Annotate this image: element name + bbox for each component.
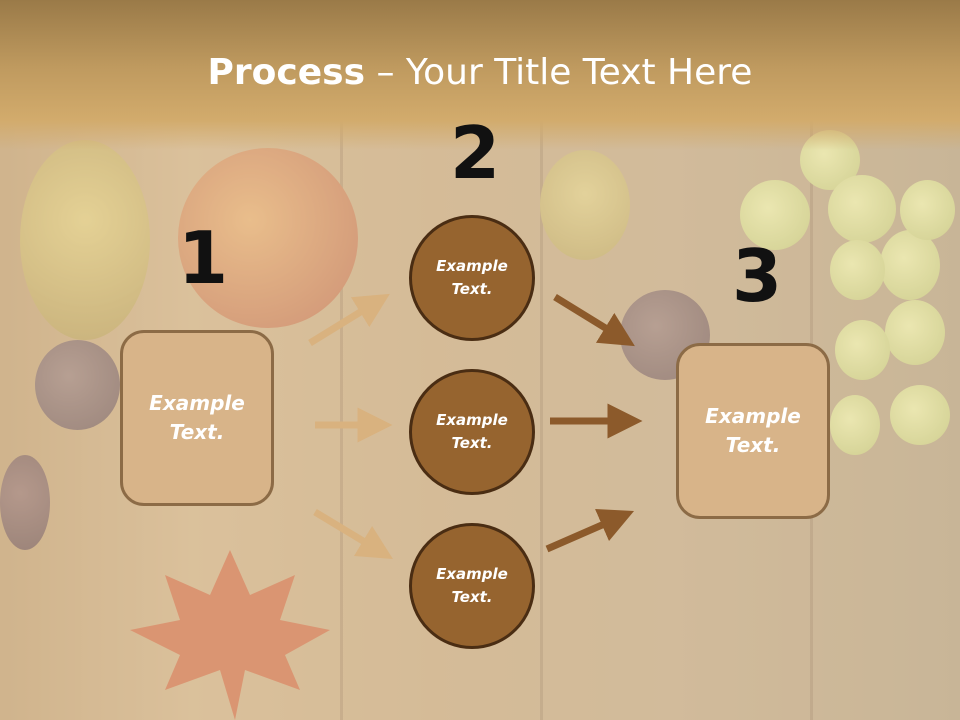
maple-leaf-image [130,550,330,720]
arrow-right-down [553,294,635,347]
circle-bottom-line2: Text. [451,588,493,606]
step-1-text-line1: Example [149,391,245,415]
title-rest: – Your Title Text Here [365,52,753,93]
step-3-text-line2: Text. [725,433,781,457]
wood-plank-line [540,0,543,720]
grape-image [885,300,945,365]
pear-image [20,140,150,340]
arrow-left-down [313,509,393,560]
grape-image [830,395,880,455]
grape-image [900,180,955,240]
plum-image [35,340,120,430]
grape-image [830,240,885,300]
step-number-1: 1 [178,216,229,300]
circle-top-line2: Text. [451,280,493,298]
grape-image [828,175,896,243]
pear-image [540,150,630,260]
apple-image [178,148,358,328]
grape-image [740,180,810,250]
wood-plank-line [340,0,343,720]
grape-image [835,320,890,380]
arrow-left-up [308,293,390,346]
grape-image [890,385,950,445]
step-number-3: 3 [732,234,783,318]
circle-middle-line1: Example [436,411,508,429]
step-1-text-line2: Text. [169,420,225,444]
circle-top-line1: Example [436,257,508,275]
page-title: Process – Your Title Text Here [0,52,960,93]
title-bar [0,0,960,150]
step-3-text-line1: Example [705,404,801,428]
circle-bottom-line1: Example [436,565,508,583]
plum-image [0,455,50,550]
grape-image [880,230,940,300]
arrow-right-up [545,508,635,553]
circle-middle-line2: Text. [451,434,493,452]
step-number-2: 2 [450,111,501,195]
title-bold: Process [207,52,366,93]
